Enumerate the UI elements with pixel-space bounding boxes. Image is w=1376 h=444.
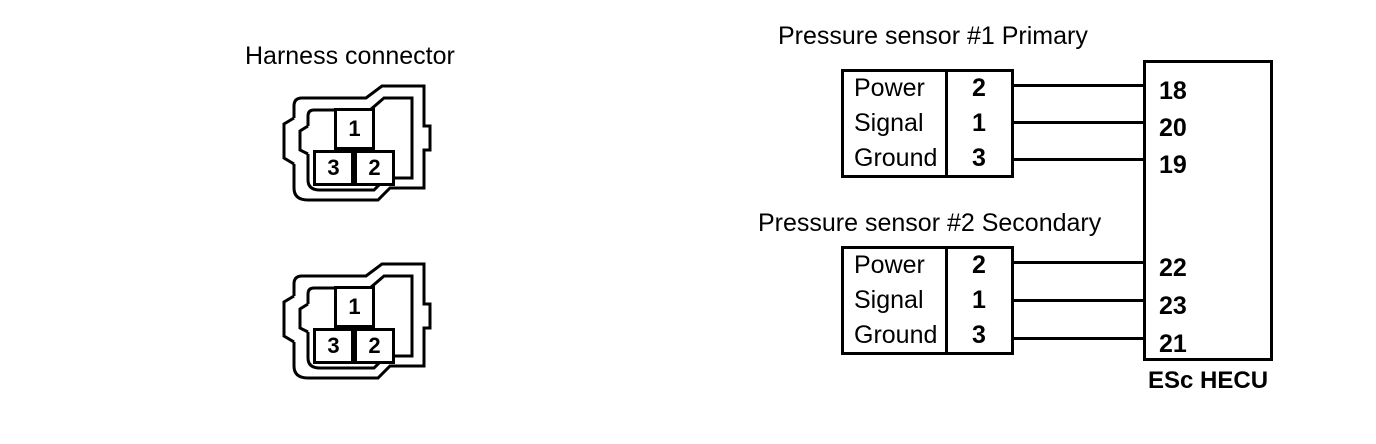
pin-box-2: 2 [354,328,395,364]
wire-sensor1-ground-to-ecu19 [1013,158,1145,161]
wire-sensor1-power-to-ecu18 [1013,84,1145,87]
pin-box-3: 3 [313,150,354,186]
harness-connector-caption: Harness connector [245,42,455,70]
sensor-1-title: Pressure sensor #1 Primary [778,22,1088,50]
sensor-1-signal-names: Power Signal Ground [844,72,949,175]
sensor-1-row-name-ground: Ground [854,144,938,172]
connector-outline-upper [282,84,432,202]
sensor-1-pin-numbers: 2 1 3 [948,72,1009,175]
sensor-2-row-name-power: Power [854,251,925,279]
esc-hecu-caption: ESc HECU [1148,367,1269,394]
sensor-2-row-pin-signal: 1 [971,286,986,314]
sensor-1-row-pin-power: 2 [971,74,986,102]
ecu-pin-19: 19 [1159,151,1187,179]
ecu-pin-18: 18 [1159,77,1187,105]
sensor-2-signal-names: Power Signal Ground [844,249,949,352]
sensor-2-row-pin-power: 2 [971,251,986,279]
sensor-2-table: Power Signal Ground 2 1 3 [841,246,1014,355]
sensor-2-title: Pressure sensor #2 Secondary [758,209,1102,237]
ecu-pin-20: 20 [1159,114,1187,142]
wire-sensor2-power-to-ecu22 [1013,261,1145,264]
sensor-1-row-name-power: Power [854,74,925,102]
esc-hecu-box: 18 20 19 22 23 21 [1143,60,1273,361]
sensor-2-row-name-signal: Signal [854,286,924,314]
wire-sensor1-signal-to-ecu20 [1013,121,1145,124]
sensor-2-row-name-ground: Ground [854,321,938,349]
pin-box-1: 1 [334,108,375,150]
harness-connector-upper: 1 3 2 [278,84,438,204]
sensor-1-row-name-signal: Signal [854,109,924,137]
pin-box-3: 3 [313,328,354,364]
pin-box-2: 2 [354,150,395,186]
wire-sensor2-signal-to-ecu23 [1013,299,1145,302]
ecu-pin-22: 22 [1159,254,1187,282]
sensor-2-pin-numbers: 2 1 3 [948,249,1009,352]
sensor-2-row-pin-ground: 3 [971,321,986,349]
sensor-1-table: Power Signal Ground 2 1 3 [841,69,1014,178]
sensor-1-row-pin-signal: 1 [971,109,986,137]
pin-box-1: 1 [334,286,375,328]
wire-sensor2-ground-to-ecu21 [1013,337,1145,340]
sensor-1-row-pin-ground: 3 [971,144,986,172]
connector-outline-lower [282,262,432,380]
ecu-pin-21: 21 [1159,330,1187,358]
ecu-pin-23: 23 [1159,292,1187,320]
harness-connector-lower: 1 3 2 [278,262,438,382]
